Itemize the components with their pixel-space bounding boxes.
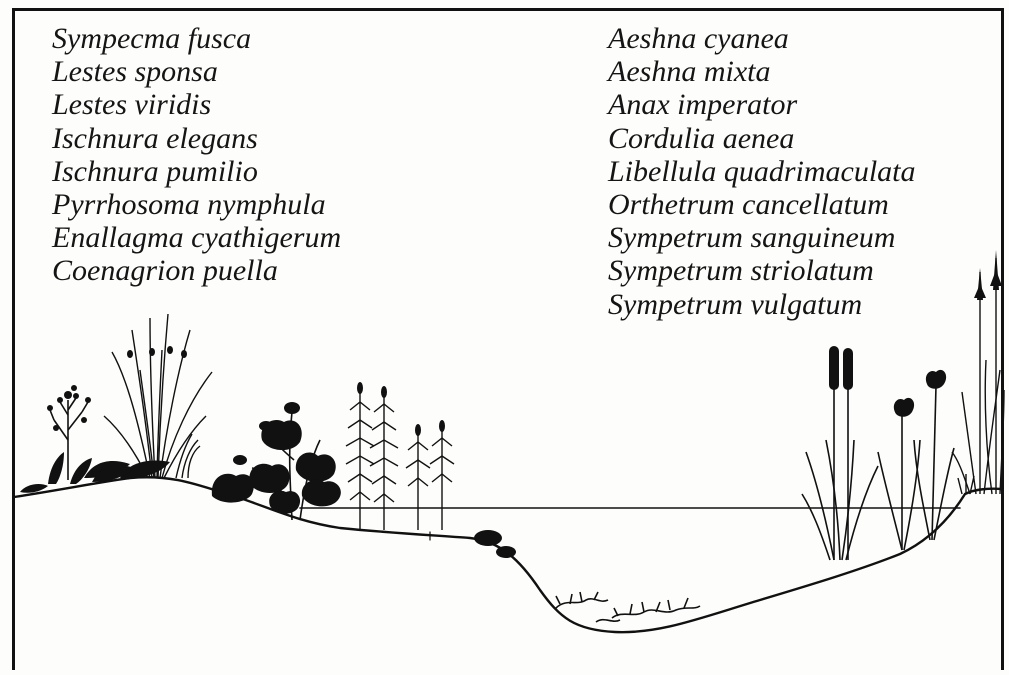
- stone-icon: [474, 530, 516, 558]
- reedmace-icon: [802, 346, 878, 560]
- reed-icon: [952, 250, 1004, 494]
- marsh-marigold-icon: [212, 402, 341, 520]
- rush-clump-icon: [92, 314, 212, 482]
- submerged-weed-icon: [556, 592, 700, 622]
